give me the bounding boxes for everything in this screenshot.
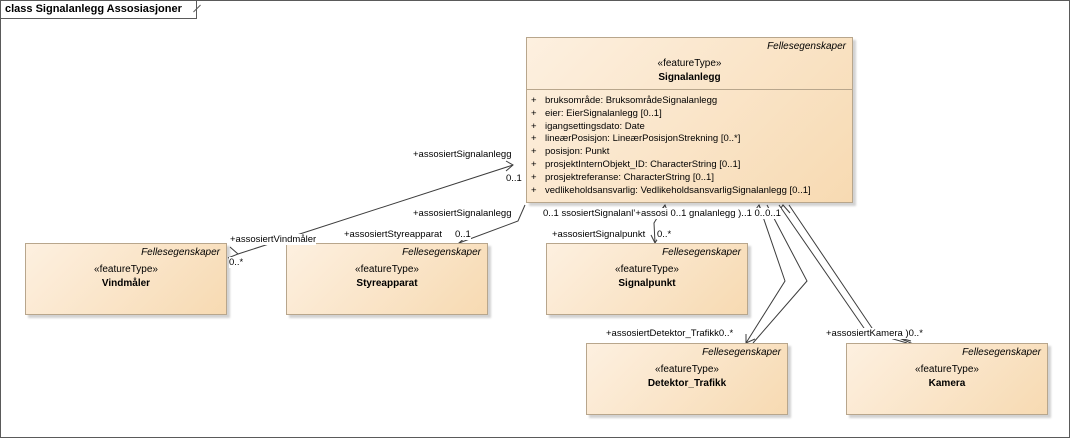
attribute-row[interactable]: + eier: EierSignalanlegg [0..1]: [531, 108, 848, 121]
role-label: +assosiertSignalanlegg: [413, 208, 512, 219]
attribute-text: bruksområde: BruksområdeSignalanlegg: [545, 95, 718, 106]
tagged-value: Fellesegenskaper: [662, 247, 741, 258]
tagged-value: Fellesegenskaper: [141, 247, 220, 258]
class-kamera[interactable]: Fellesegenskaper «featureType» Kamera: [846, 343, 1048, 415]
stereotype-label: «featureType»: [615, 264, 679, 275]
attribute-row[interactable]: + igangsettingsdato: Date: [531, 121, 848, 134]
visibility-marker: +: [531, 184, 537, 196]
assoc-detektor-line[interactable]: [745, 204, 786, 344]
visibility-marker: +: [531, 146, 537, 158]
visibility-marker: +: [531, 95, 537, 106]
class-name: Signalanlegg: [658, 72, 721, 83]
class-name: Vindmåler: [101, 278, 151, 289]
attribute-text: eier: EierSignalanlegg [0..1]: [545, 107, 662, 119]
stereotype-label: «featureType»: [355, 264, 419, 275]
attribute-text: vedlikeholdsansvarlig: Vedlikeholdsansva…: [545, 184, 811, 196]
stereotype-label: «featureType»: [915, 364, 979, 375]
attribute-text: lineærPosisjon: LineærPosisjonStrekning …: [545, 133, 741, 145]
attribute-row[interactable]: + prosjektInternObjekt_ID: CharacterStrin…: [531, 159, 848, 172]
class-name: Styreapparat: [356, 278, 418, 289]
attribute-text: igangsettingsdato: Date: [545, 120, 645, 132]
visibility-marker: +: [531, 158, 537, 170]
visibility-marker: +: [531, 107, 537, 119]
multiplicity-label: 0..1: [455, 229, 471, 240]
role-label: +assosiertSignalpunkt: [552, 229, 646, 240]
attribute-row[interactable]: + prosjektreferanse: CharacterString [0..…: [531, 172, 848, 185]
assoc-styreapparat-line[interactable]: [458, 204, 526, 244]
multiplicity-label: 0..1: [506, 173, 522, 184]
role-label: +assosiertKamera )0..*: [826, 328, 923, 339]
attribute-text: prosjektInternObjekt_ID: CharacterString…: [545, 158, 741, 170]
multiplicity-label: 0..*: [657, 229, 672, 240]
class-signalanlegg[interactable]: Fellesegenskaper «featureType» Signalanl…: [526, 37, 853, 203]
role-label: +assosiertStyreapparat: [344, 229, 442, 240]
stereotype-label: «featureType»: [94, 264, 158, 275]
assoc-kamera-line-b: [788, 204, 912, 342]
visibility-marker: +: [531, 120, 537, 132]
class-detektor-trafikk[interactable]: Fellesegenskaper «featureType» Detektor_…: [586, 343, 788, 415]
class-name: Kamera: [928, 378, 966, 389]
assoc-vindmaler-arrow: [227, 246, 239, 259]
tagged-value: Fellesegenskaper: [702, 347, 781, 358]
visibility-marker: +: [531, 171, 537, 183]
role-label: +assosiertVindmåler: [230, 234, 317, 245]
class-name: Signalpunkt: [618, 278, 676, 289]
class-styreapparat[interactable]: Fellesegenskaper «featureType» Styreappa…: [286, 243, 488, 315]
class-name: Detektor_Trafikk: [647, 378, 727, 389]
stereotype-label: «featureType»: [655, 364, 719, 375]
attribute-text: posisjon: Punkt: [545, 146, 610, 158]
assoc-kamera-line[interactable]: [778, 204, 908, 344]
compartment-divider: [527, 89, 852, 90]
attribute-row[interactable]: + bruksområde: BruksområdeSignalanlegg: [531, 95, 848, 108]
attribute-row[interactable]: + lineærPosisjon: LineærPosisjonStrekning…: [531, 133, 848, 146]
role-label: +assosiertSignalanlegg: [413, 149, 512, 160]
stereotype-label: «featureType»: [657, 58, 722, 69]
attribute-row[interactable]: + posisjon: Punkt: [531, 146, 848, 159]
assoc-vindmaler-end: [505, 160, 514, 172]
assoc-detektor-line-b: [752, 204, 808, 344]
overlapping-labels: 0..1 ssosiertSignalanl’+assosi 0..1 gnal…: [543, 208, 781, 219]
tagged-value: Fellesegenskaper: [767, 41, 846, 52]
attribute-row[interactable]: + vedlikeholdsansvarlig: Vedlikeholdsansv…: [531, 185, 848, 198]
class-signalpunkt[interactable]: Fellesegenskaper «featureType» Signalpun…: [546, 243, 748, 315]
attribute-text: prosjektreferanse: CharacterString [0..1…: [545, 171, 714, 183]
diagram-title: class Signalanlegg Assosiasjoner: [1, 1, 197, 19]
tagged-value: Fellesegenskaper: [962, 347, 1041, 358]
class-vindmaler[interactable]: Fellesegenskaper «featureType» Vindmåler: [25, 243, 227, 315]
visibility-marker: +: [531, 133, 537, 145]
attribute-list: + bruksområde: BruksområdeSignalanlegg + e…: [531, 95, 848, 197]
tagged-value: Fellesegenskaper: [402, 247, 481, 258]
multiplicity-label: 0..*: [229, 257, 244, 268]
role-label: +assosiertDetektor_Trafikk0..*: [606, 328, 734, 339]
